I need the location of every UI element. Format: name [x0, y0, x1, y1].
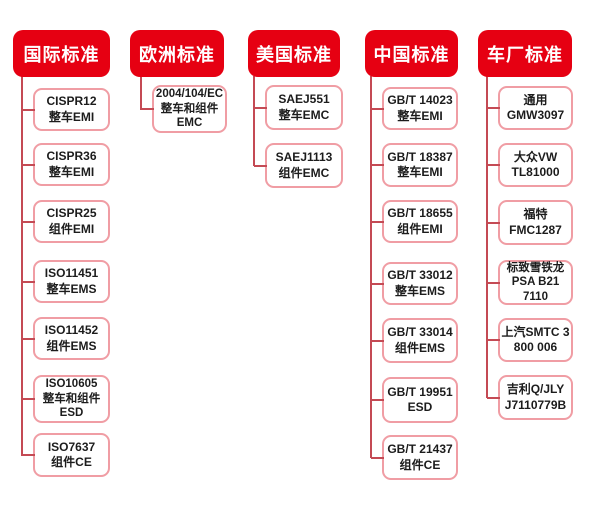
standard-box-iso10605: ISO10605 整车和组件 ESD [22, 375, 110, 423]
standard-box-cispr36: CISPR36 整车EMI [22, 143, 110, 186]
standard-box-saic-smtc: 上汽SMTC 3 800 006 [487, 318, 573, 362]
standard-box-gbt19951: GB/T 19951 ESD [371, 377, 458, 423]
standard-box-vw-tl81000: 大众VW TL81000 [487, 143, 573, 187]
connector-trunk-usa [253, 76, 255, 166]
standard-box-gm-gmw3097: 通用 GMW3097 [487, 86, 573, 130]
connector-trunk-china [370, 76, 372, 458]
connector-trunk-europe [140, 76, 142, 110]
standard-box-saej551: SAEJ551 整车EMC [254, 85, 343, 130]
connector-trunk-international [21, 76, 23, 456]
standard-box-gbt33012: GB/T 33012 整车EMS [371, 262, 458, 305]
standard-box-iso11452: ISO11452 组件EMS [22, 317, 110, 360]
column-header-oem: 车厂标准 [478, 30, 572, 77]
column-header-china: 中国标准 [365, 30, 458, 77]
standard-box-ford-fmc1287: 福特FMC1287 [487, 200, 573, 245]
column-header-europe: 欧洲标准 [130, 30, 224, 77]
standard-box-iso11451: ISO11451 整车EMS [22, 260, 110, 303]
column-header-usa: 美国标准 [248, 30, 340, 77]
standard-box-gbt21437: GB/T 21437 组件CE [371, 435, 458, 480]
standard-box-2004-104-ec: 2004/104/EC 整车和组件 EMC [141, 85, 227, 133]
standard-box-cispr12: CISPR12 整车EMI [22, 88, 110, 131]
connector-trunk-oem [486, 76, 488, 398]
standard-box-gbt18387: GB/T 18387 整车EMI [371, 143, 458, 187]
standard-box-geely-qjly: 吉利Q/JLY J7110779B [487, 375, 573, 420]
standard-box-saej1113: SAEJ1113 组件EMC [254, 143, 343, 188]
standard-box-iso7637: ISO7637 组件CE [22, 433, 110, 477]
standard-box-gbt33014: GB/T 33014 组件EMS [371, 318, 458, 363]
standard-box-gbt14023: GB/T 14023 整车EMI [371, 87, 458, 130]
standard-box-gbt18655: GB/T 18655 组件EMI [371, 200, 458, 243]
standard-box-cispr25: CISPR25 组件EMI [22, 200, 110, 243]
standard-box-psa-b21-7110: 标致雪铁龙 PSA B21 7110 [487, 260, 573, 305]
column-header-international: 国际标准 [13, 30, 110, 77]
